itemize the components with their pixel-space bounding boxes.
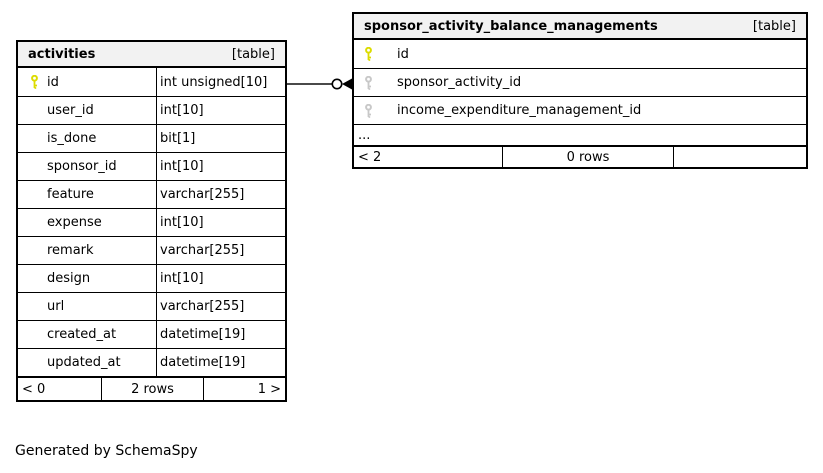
table-row: updated_at datetime[19] <box>18 348 285 376</box>
column-type: int unsigned[10] <box>156 68 285 96</box>
primary-key-icon <box>30 75 39 89</box>
column-name: id <box>47 74 59 90</box>
footer-next-count <box>673 147 806 167</box>
column-name: feature <box>47 187 94 202</box>
foreign-key-icon <box>364 75 373 90</box>
key-icon-slot <box>30 132 39 146</box>
column-name: income_expenditure_management_id <box>397 103 642 118</box>
column-name: url <box>47 299 65 314</box>
table-badge: [table] <box>752 18 796 34</box>
footer-row-count: 0 rows <box>502 147 673 167</box>
schemaspy-credit: Generated by SchemaSpy <box>15 443 198 459</box>
column-type: datetime[19] <box>156 321 285 348</box>
table-badge: [table] <box>231 46 275 62</box>
table-row: id <box>354 40 806 68</box>
key-icon-slot <box>30 300 39 314</box>
column-name: design <box>47 271 91 286</box>
table-header-activities[interactable]: activities [table] <box>18 42 285 68</box>
footer-row-count: 2 rows <box>101 378 203 400</box>
key-icon-slot <box>30 356 39 370</box>
table-header-sponsor-activity-balance-managements[interactable]: sponsor_activity_balance_managements [ta… <box>354 14 806 40</box>
column-name: sponsor_activity_id <box>397 75 522 90</box>
table-row: is_done bit[1] <box>18 124 285 152</box>
column-type: int[10] <box>156 153 285 180</box>
footer-prev-count: < 2 <box>358 149 382 165</box>
table-row: design int[10] <box>18 264 285 292</box>
edge-arrowhead <box>342 78 352 90</box>
table-row: created_at datetime[19] <box>18 320 285 348</box>
table-node-activities: activities [table] id int unsigned[10] u… <box>16 40 287 402</box>
key-icon-slot <box>30 160 39 174</box>
column-type: bit[1] <box>156 125 285 152</box>
table-name: activities <box>28 46 96 62</box>
table-footer: < 2 0 rows <box>354 145 806 167</box>
hidden-columns-ellipsis: ... <box>354 124 806 145</box>
key-icon-slot <box>30 104 39 118</box>
table-row: url varchar[255] <box>18 292 285 320</box>
primary-key-icon <box>364 47 373 61</box>
table-name: sponsor_activity_balance_managements <box>364 18 658 34</box>
column-type: varchar[255] <box>156 293 285 320</box>
column-name: user_id <box>47 103 94 118</box>
table-row: sponsor_activity_id <box>354 68 806 96</box>
column-name: created_at <box>47 327 117 342</box>
table-row: sponsor_id int[10] <box>18 152 285 180</box>
column-type: int[10] <box>156 209 285 236</box>
table-row: expense int[10] <box>18 208 285 236</box>
column-type: int[10] <box>156 97 285 124</box>
table-row: feature varchar[255] <box>18 180 285 208</box>
column-type: datetime[19] <box>156 349 285 376</box>
column-type: varchar[255] <box>156 181 285 208</box>
key-icon-slot <box>30 244 39 258</box>
column-name: remark <box>47 243 94 258</box>
footer-prev-count: < 0 <box>22 381 46 397</box>
column-name: expense <box>47 215 102 230</box>
key-icon-slot <box>30 272 39 286</box>
key-icon-slot <box>30 188 39 202</box>
table-row: income_expenditure_management_id <box>354 96 806 124</box>
table-footer: < 0 2 rows 1 > <box>18 376 285 400</box>
column-type: varchar[255] <box>156 237 285 264</box>
key-icon-slot <box>30 328 39 342</box>
column-type: int[10] <box>156 265 285 292</box>
column-name: is_done <box>47 131 97 146</box>
foreign-key-icon <box>364 103 373 118</box>
table-row: id int unsigned[10] <box>18 68 285 96</box>
table-row: remark varchar[255] <box>18 236 285 264</box>
relationship-edge <box>287 78 352 90</box>
table-row: user_id int[10] <box>18 96 285 124</box>
key-icon-slot <box>30 216 39 230</box>
table-node-sponsor-activity-balance-managements: sponsor_activity_balance_managements [ta… <box>352 12 808 169</box>
column-name: sponsor_id <box>47 159 117 174</box>
edge-open-circle <box>331 78 343 90</box>
column-name: id <box>397 46 409 62</box>
column-name: updated_at <box>47 355 121 370</box>
footer-next-count: 1 > <box>203 378 285 400</box>
